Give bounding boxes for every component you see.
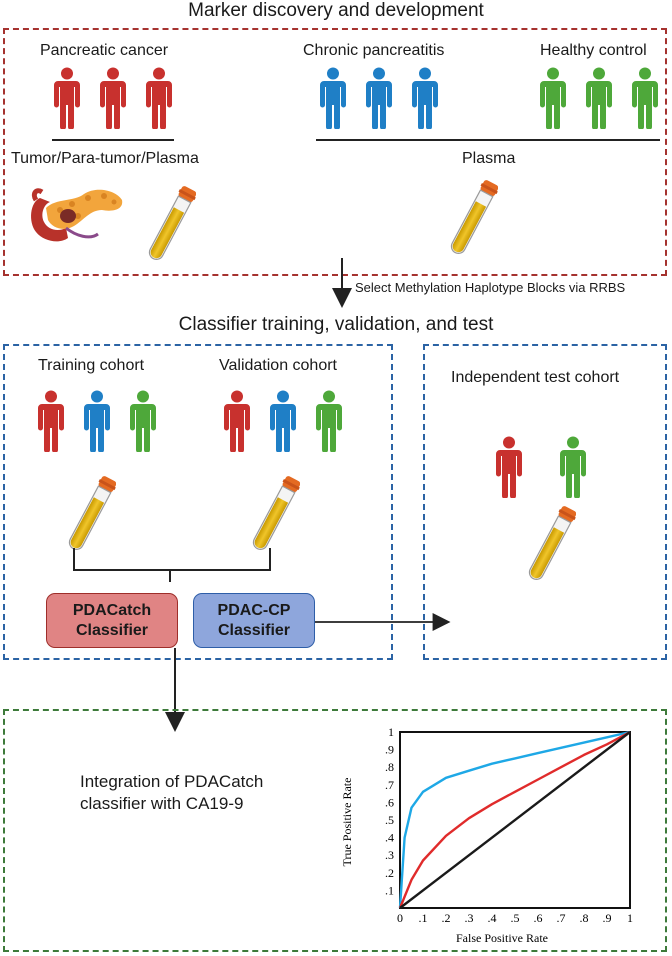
cancer-person-icon (494, 436, 524, 498)
pancreas-icon (31, 188, 123, 242)
roc-x-tick-label: .1 (419, 911, 428, 925)
roc-x-tick-label: .4 (488, 911, 497, 925)
cancer-person-icon (36, 390, 66, 452)
cancer-divider (52, 139, 174, 141)
roc-x-tick-label: .5 (511, 911, 520, 925)
healthy-person-icon (584, 67, 614, 129)
integration-box (3, 709, 667, 952)
roc-x-tick-label: 0 (397, 911, 403, 925)
roc-y-tick-label: 1 (388, 725, 394, 739)
roc-y-tick-label: .1 (385, 883, 394, 897)
blood-tube-icon (66, 470, 116, 560)
control-divider (316, 139, 660, 141)
pdac-cp-classifier-button[interactable]: PDAC-CP Classifier (193, 593, 315, 648)
section1-title: Marker discovery and development (188, 0, 484, 21)
roc-y-tick-label: .3 (385, 848, 394, 862)
blood-tube-icon (146, 180, 196, 270)
test-box (423, 344, 667, 660)
pancreatitis-person-icon (268, 390, 298, 452)
healthy-person-icon (314, 390, 344, 452)
pancreatic-cancer-label: Pancreatic cancer (40, 42, 169, 59)
roc-xlabel: False Positive Rate (456, 931, 548, 945)
rrbs-selection-label: Select Methylation Haplotype Blocks via … (355, 280, 626, 295)
healthy-person-icon (558, 436, 588, 498)
tumor-sample-label: Tumor/Para-tumor/Plasma (11, 150, 199, 167)
pancreatitis-person-icon (82, 390, 112, 452)
roc-y-tick-label: .6 (385, 795, 394, 809)
healthy-person-icon (630, 67, 660, 129)
roc-y-tick-label: .8 (385, 760, 394, 774)
cancer-person-icon (222, 390, 252, 452)
roc-x-tick-label: .7 (557, 911, 566, 925)
pancreatitis-person-icon (410, 67, 440, 129)
healthy-person-icon (128, 390, 158, 452)
roc-y-tick-label: .9 (385, 743, 394, 757)
healthy-person-icon (538, 67, 568, 129)
roc-ylabel: True Positive Rate (340, 778, 354, 867)
pancreatitis-person-icon (364, 67, 394, 129)
selection-arrow (332, 258, 352, 308)
roc-y-tick-label: .7 (385, 778, 394, 792)
blood-tube-icon (448, 174, 498, 264)
roc-series-line-1 (398, 730, 631, 909)
test-cohort-label: Independent test cohort (451, 369, 620, 386)
roc-y-tick-label: .4 (385, 831, 394, 845)
plasma-sample-label: Plasma (462, 150, 516, 167)
training-cohort-label: Training cohort (38, 357, 145, 374)
roc-x-tick-label: .2 (442, 911, 451, 925)
blood-tube-icon (526, 500, 576, 590)
section2-title: Classifier training, validation, and tes… (178, 314, 494, 335)
cancer-person-icon (144, 67, 174, 129)
cohort-bracket (73, 548, 271, 582)
roc-x-tick-label: 1 (627, 911, 633, 925)
discovery-box (3, 28, 667, 276)
integration-arrow (165, 648, 185, 732)
roc-y-tick-label: .5 (385, 813, 394, 827)
blood-tube-icon (250, 470, 300, 560)
cancer-person-icon (98, 67, 128, 129)
chronic-pancreatitis-label: Chronic pancreatitis (303, 42, 445, 59)
roc-x-tick-label: .8 (580, 911, 589, 925)
training-validation-box (3, 344, 393, 660)
roc-plot-frame (399, 731, 631, 909)
roc-x-tick-label: .3 (465, 911, 474, 925)
cancer-person-icon (52, 67, 82, 129)
roc-series-line-2 (398, 730, 631, 909)
healthy-control-label: Healthy control (540, 42, 647, 59)
integration-text: Integration of PDACatch classifier with … (80, 772, 264, 813)
roc-series-line-3 (399, 731, 631, 909)
pdacatch-classifier-button[interactable]: PDACatch Classifier (46, 593, 178, 648)
to-test-arrow (315, 613, 451, 631)
roc-x-tick-label: .6 (534, 911, 543, 925)
roc-x-tick-label: .9 (603, 911, 612, 925)
roc-y-tick-label: .2 (385, 866, 394, 880)
pancreatitis-person-icon (318, 67, 348, 129)
validation-cohort-label: Validation cohort (219, 357, 337, 374)
